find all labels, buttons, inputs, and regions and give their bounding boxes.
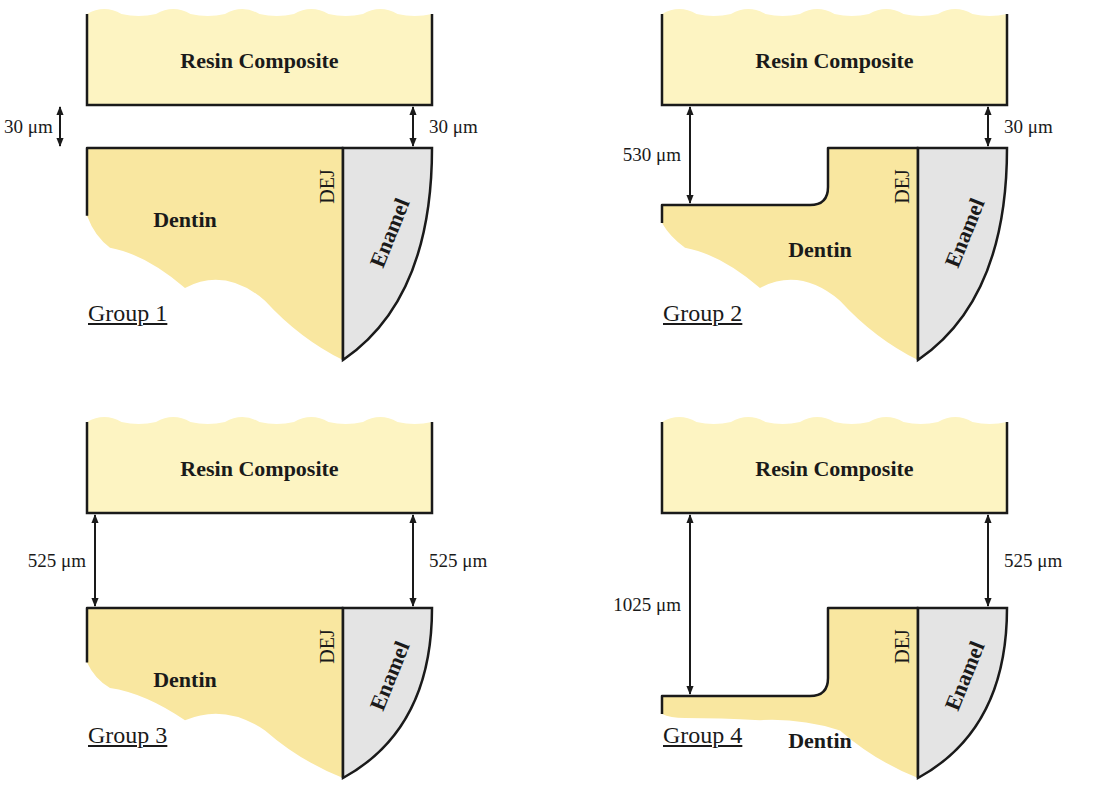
group-label: Group 3 [88,722,167,749]
dentin-outline [87,608,343,778]
region-label: Enamel [939,638,990,715]
resin-fill [87,417,432,513]
region-label: Dentin [153,667,217,693]
dimension-label: 30 μm [1004,116,1053,138]
resin-block: Resin Composite [87,424,432,513]
dimension-arrow [412,515,414,606]
region-label: Dentin [153,207,217,233]
dimension-label: 30 μm [429,116,478,138]
dentin-region: Dentin [87,148,343,360]
block-label: Resin Composite [755,456,913,482]
enamel-shape [918,148,1007,360]
resin-outline [662,422,1007,513]
dentin-fill [87,148,343,360]
dimension-label: 525 μm [28,550,86,572]
group-label: Group 2 [663,300,742,327]
enamel-region: Enamel [918,608,1007,778]
region-label: Dentin [788,237,852,263]
resin-outline [87,422,432,513]
resin-block: Resin Composite [87,16,432,105]
dentin-region: Dentin [662,148,918,360]
resin-fill [662,417,1007,513]
block-label: Resin Composite [755,48,913,74]
enamel-shape [343,148,432,360]
enamel-region: Enamel [343,148,432,360]
enamel-shape [918,608,1007,778]
block-label: Resin Composite [180,456,338,482]
region-label: Dentin [788,728,852,754]
dentin-outline [662,608,918,778]
dimension-label: 525 μm [1004,550,1062,572]
dentin-outline [662,148,918,360]
region-label: Enamel [364,638,415,715]
dej-label: DEJ [890,169,913,203]
group-label: Group 1 [88,300,167,327]
dimension-label: 525 μm [429,550,487,572]
dimension-arrow [987,107,989,146]
dimension-arrow [59,107,61,146]
resin-fill [87,9,432,105]
dentin-fill [87,608,343,778]
dentin-outline [87,148,343,360]
dimension-label: 530 μm [623,144,681,166]
resin-block: Resin Composite [662,424,1007,513]
dimension-arrow [987,515,989,606]
dimension-label: 1025 μm [613,594,681,616]
resin-outline [87,14,432,105]
region-label: Enamel [364,194,415,271]
dentin-fill [662,608,918,778]
dentin-region: Dentin [87,608,343,778]
enamel-region: Enamel [918,148,1007,360]
dej-label: DEJ [890,629,913,663]
dentin-region: Dentin [662,608,918,778]
block-label: Resin Composite [180,48,338,74]
dej-label: DEJ [315,629,338,663]
dentin-fill [662,148,918,360]
resin-outline [662,14,1007,105]
region-label: Enamel [939,194,990,271]
enamel-region: Enamel [343,608,432,778]
dej-label: DEJ [315,169,338,203]
resin-fill [662,9,1007,105]
dimension-arrow [689,515,691,694]
group-label: Group 4 [663,722,742,749]
enamel-shape [343,608,432,778]
resin-block: Resin Composite [662,16,1007,105]
dimension-arrow [94,515,96,606]
dimension-arrow [412,107,414,146]
dimension-arrow [689,107,691,203]
dimension-label: 30 μm [4,116,53,138]
